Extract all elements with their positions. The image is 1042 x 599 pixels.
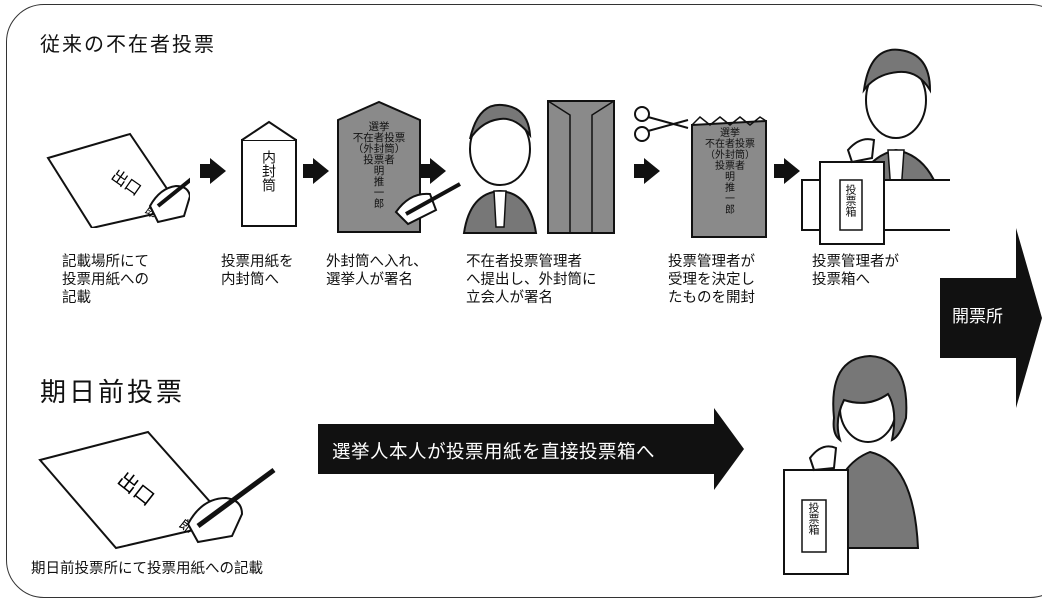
arrow-right-icon bbox=[774, 158, 800, 184]
ballot-paper-writing-icon: 出口 郎 bbox=[46, 132, 190, 228]
ballot-box-label: 投票箱 bbox=[844, 184, 857, 217]
voter-ballot-box-icon bbox=[783, 354, 920, 575]
step4-caption: 不在者投票管理者 へ提出し、外封筒に 立会人が署名 bbox=[466, 254, 597, 306]
arrow-right-icon bbox=[634, 158, 660, 184]
arrow-right-icon bbox=[200, 158, 226, 184]
step5-caption: 投票管理者が 受理を決定し たものを開封 bbox=[668, 254, 755, 306]
absentee-manager-icon bbox=[462, 100, 615, 234]
ballot-manager-icon bbox=[801, 48, 950, 245]
step2-caption: 投票用紙を 内封筒へ bbox=[221, 254, 294, 288]
early-ballot-paper-icon: 出口 郎 bbox=[38, 430, 276, 550]
early-ballot-box-label: 投票箱 bbox=[807, 502, 820, 535]
early-direct-arrow bbox=[318, 408, 744, 490]
step1-caption: 記載場所にて 投票用紙への 記載 bbox=[62, 254, 149, 306]
counting-station-label: 開票所 bbox=[952, 307, 1003, 327]
early-title: 期日前投票 bbox=[40, 378, 186, 408]
outer-envelope-text: 選挙 不在者投票 （外封筒） 投票者 明 推 一 郎 bbox=[352, 121, 406, 210]
arrow-right-icon bbox=[420, 158, 446, 184]
inner-envelope-icon bbox=[241, 120, 297, 227]
inner-envelope-label: 内封筒 bbox=[260, 150, 276, 192]
diagram-frame bbox=[6, 4, 1042, 598]
step3-caption: 外封筒へ入れ、 選挙人が署名 bbox=[326, 254, 428, 288]
outer-envelope-icon bbox=[337, 100, 461, 233]
scissors-icon bbox=[634, 106, 689, 142]
early-arrow-label: 選挙人本人が投票用紙を直接投票箱へ bbox=[332, 442, 656, 463]
counting-station-arrow bbox=[940, 228, 1042, 408]
opened-envelope-icon bbox=[691, 115, 767, 238]
step6-caption: 投票管理者が 投票箱へ bbox=[812, 254, 899, 288]
opened-envelope-text: 選挙 不在者投票 （外封筒） 投票者 明 推 一 郎 bbox=[705, 128, 755, 216]
early-caption: 期日前投票所にて投票用紙への記載 bbox=[31, 561, 263, 577]
traditional-title: 従来の不在者投票 bbox=[40, 32, 216, 56]
arrow-right-icon bbox=[303, 158, 329, 184]
